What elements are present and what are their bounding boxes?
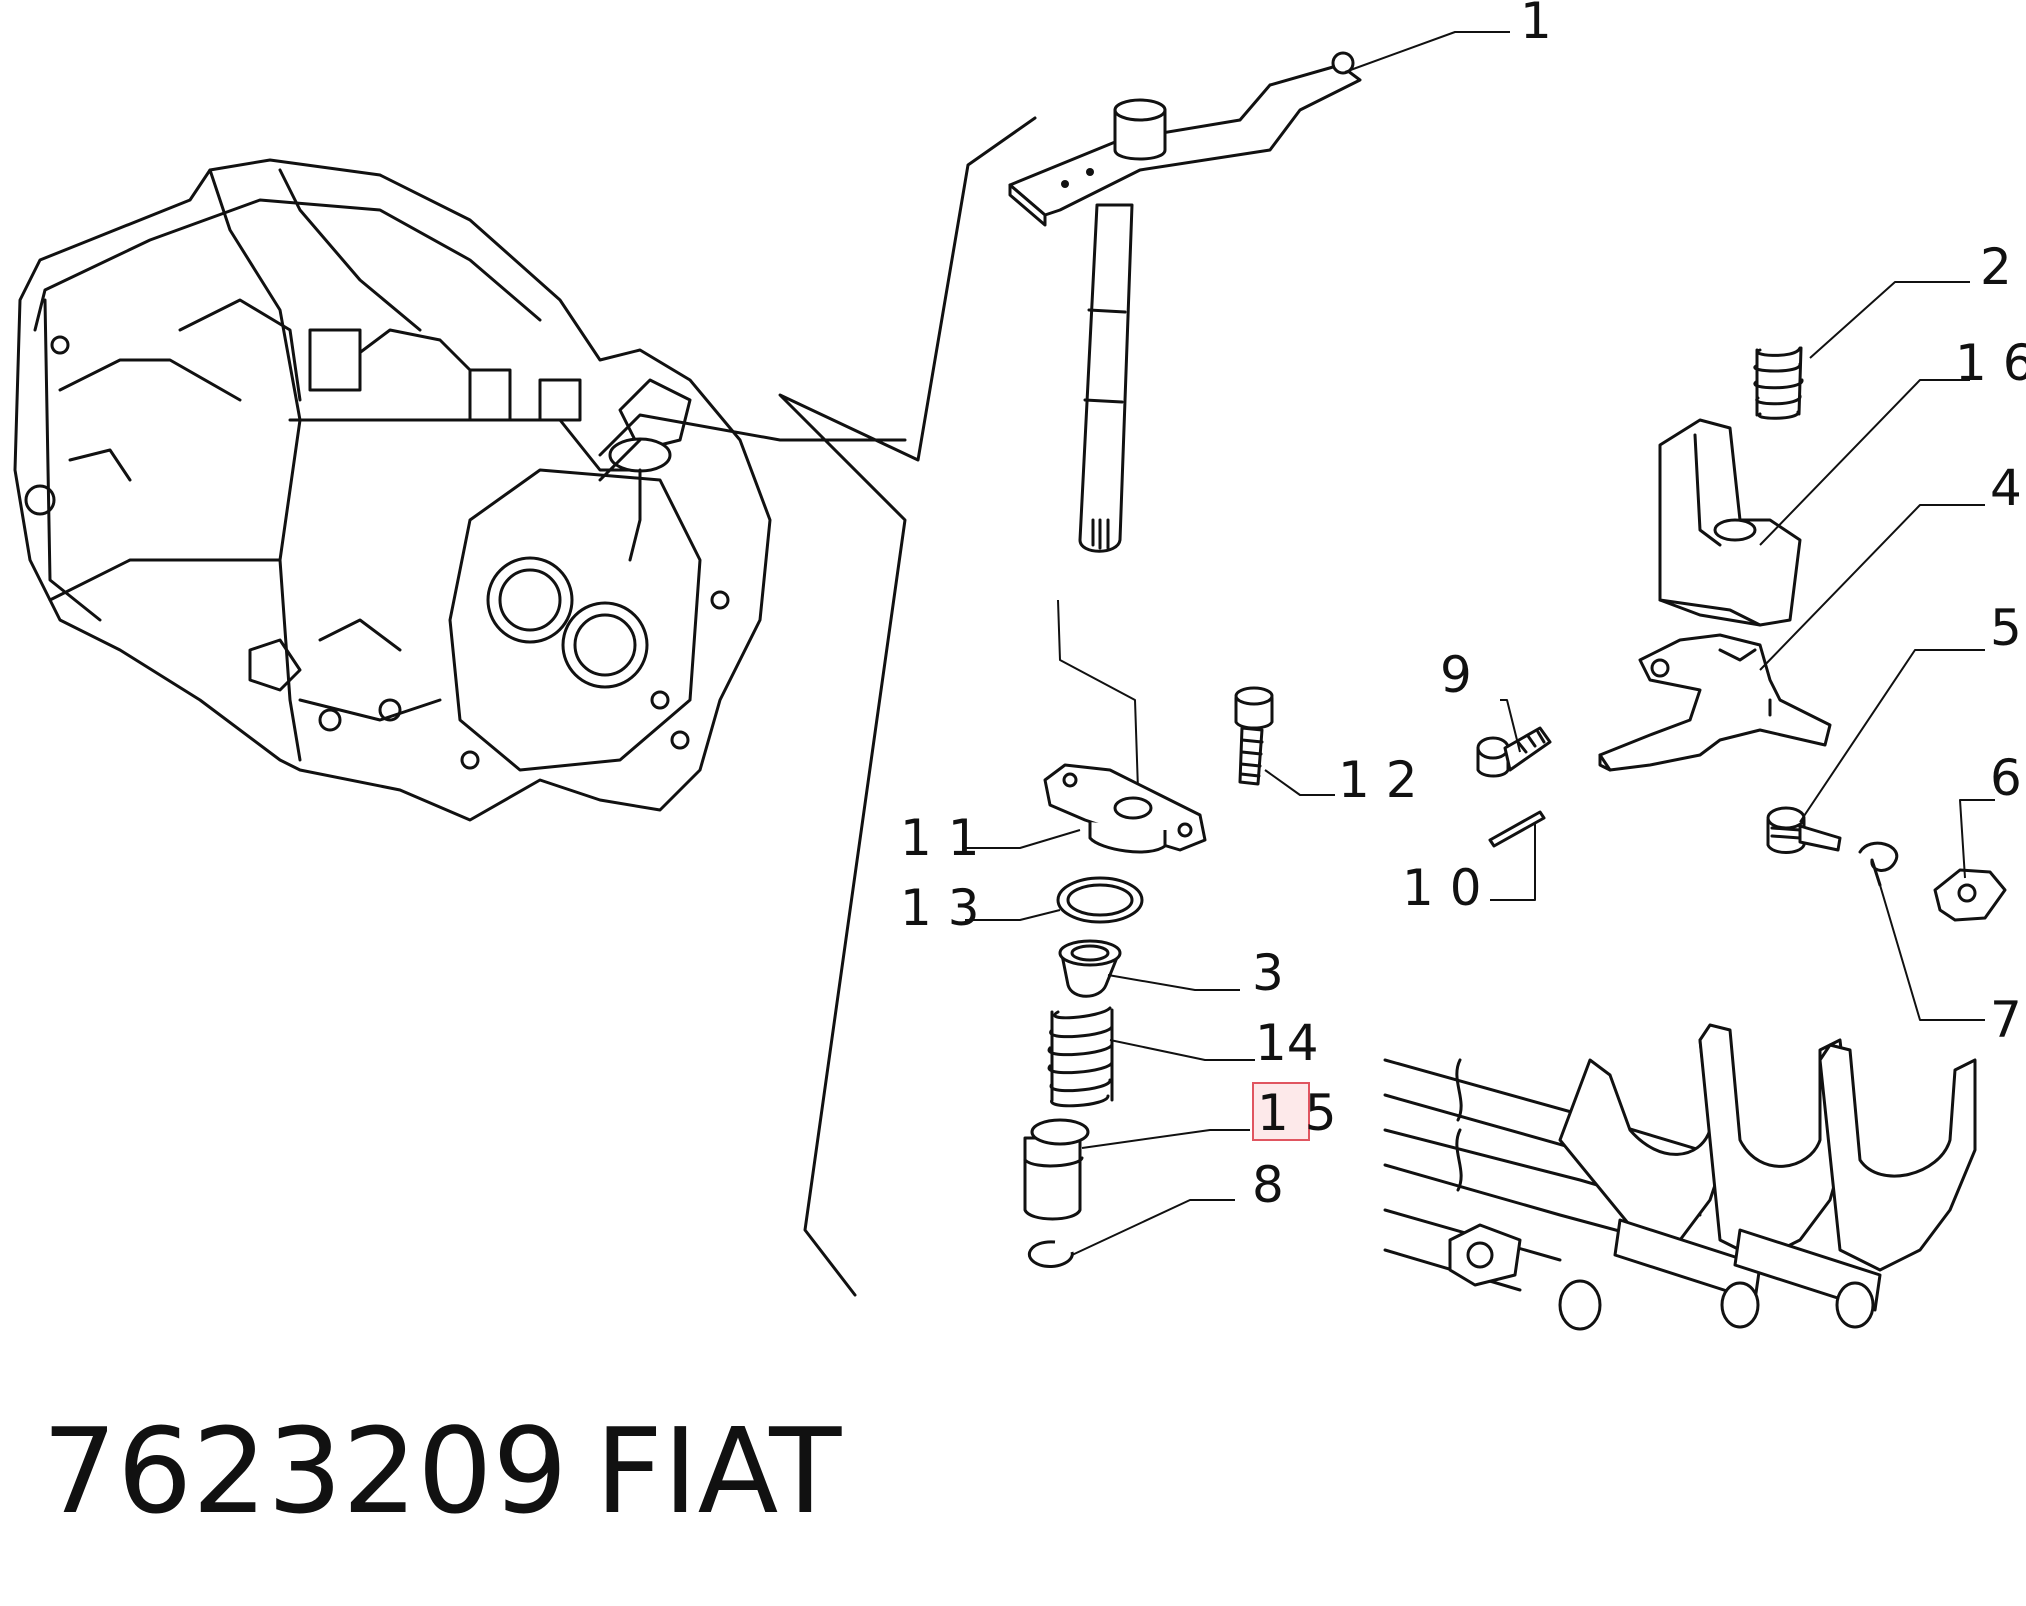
callout-13: 1 3 <box>900 879 980 937</box>
callout-3: 3 <box>1252 944 1284 1002</box>
selector-lever <box>1598 633 1832 772</box>
cam-block <box>1933 868 2007 922</box>
callout-1: 1 <box>1520 0 1552 50</box>
callout-7: 7 <box>1990 991 2022 1049</box>
guide-plate <box>1658 418 1802 627</box>
shift-lever-shaft <box>1008 51 1362 791</box>
highlight-box <box>1252 1082 1310 1141</box>
callout-9: 9 <box>1440 646 1472 704</box>
spring-2 <box>1753 346 1804 420</box>
callout-4: 4 <box>1990 459 2022 517</box>
circlip <box>1027 1240 1074 1268</box>
bushing <box>1058 939 1122 998</box>
callout-14: 14 <box>1255 1014 1319 1072</box>
callout-5: 5 <box>1990 599 2022 657</box>
pin-10 <box>1488 810 1546 848</box>
pivot-pin <box>1766 806 1842 854</box>
section-boundary-line <box>778 116 1037 1297</box>
callout-10: 1 0 <box>1402 859 1482 917</box>
bolt-9 <box>1476 726 1552 778</box>
callout-15: 1 5 <box>1257 1084 1337 1142</box>
o-ring <box>1056 876 1144 924</box>
shift-forks-assembly <box>1383 1023 1977 1331</box>
gearbox-housing-drawing <box>13 158 907 822</box>
leader-lines <box>965 31 1995 1256</box>
callout-8: 8 <box>1252 1156 1284 1214</box>
callout-2: 2 <box>1980 238 2012 296</box>
spring-clip <box>1858 841 1899 887</box>
plunger <box>1023 1118 1090 1221</box>
part-number: 7623209 <box>42 1402 568 1540</box>
callout-11: 1 1 <box>900 809 980 867</box>
callout-12: 1 2 <box>1338 751 1418 809</box>
bolt-12 <box>1234 686 1274 786</box>
callout-6: 6 <box>1990 749 2022 807</box>
spring-14 <box>1047 1006 1114 1108</box>
callout-16: 1 6 <box>1955 334 2026 392</box>
cover-plate <box>1043 763 1207 854</box>
callout-labels: 1 2 1 6 4 5 6 7 9 1 0 1 1 1 2 1 3 3 14 1… <box>900 0 2026 1214</box>
brand-name: FIAT <box>595 1402 842 1540</box>
